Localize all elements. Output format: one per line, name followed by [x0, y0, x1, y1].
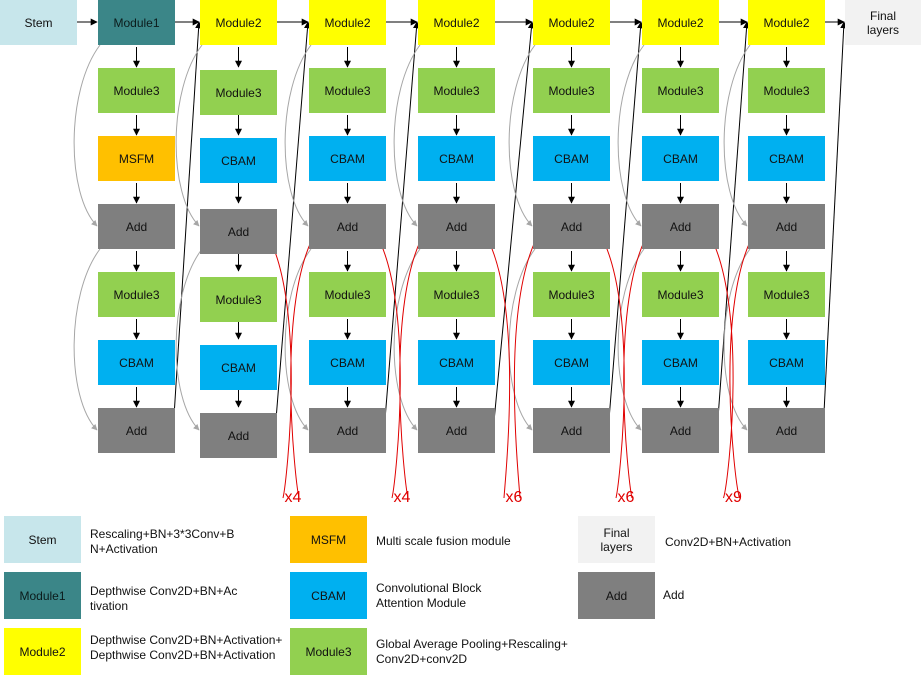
col4-top-block: Module2 — [418, 0, 495, 45]
col1-add2-block: Add — [98, 408, 175, 453]
col1-mid2-block: MSFM — [98, 136, 175, 181]
legend-swatch-module1: Module1 — [4, 572, 81, 619]
col7-to-next — [822, 21, 848, 433]
col2-mid2-block: CBAM — [200, 138, 277, 183]
col1-skip-upper — [73, 44, 101, 227]
col2-low2-block: CBAM — [200, 345, 277, 390]
col1-mid1-block: Module3 — [98, 68, 175, 113]
col2-top-block: Module2 — [200, 0, 277, 45]
col5-to-next — [607, 21, 644, 433]
repeat-label-2: x4 — [393, 489, 411, 506]
col6-add2-block: Add — [642, 408, 719, 453]
col3-low1-block: Module3 — [309, 272, 386, 317]
col7-add1-block: Add — [748, 204, 825, 249]
col5-add2-block: Add — [533, 408, 610, 453]
col4-to-next — [492, 21, 535, 433]
col6-to-next — [716, 21, 751, 433]
col4-skip-lower — [393, 248, 421, 431]
legend-swatch-module3: Module3 — [290, 628, 367, 675]
col2-mid1-block: Module3 — [200, 70, 277, 115]
legend-swatch-add: Add — [578, 572, 655, 619]
col7-low2-block: CBAM — [748, 340, 825, 385]
legend-desc-module2: Depthwise Conv2D+BN+Activation+Depthwise… — [90, 633, 283, 662]
col6-mid1-block: Module3 — [642, 68, 719, 113]
col7-mid2-block: CBAM — [748, 136, 825, 181]
legend-desc-msfm: Multi scale fusion module — [376, 534, 511, 548]
col4-add2-block: Add — [418, 408, 495, 453]
col6-add1-block: Add — [642, 204, 719, 249]
col3-add2-block: Add — [309, 408, 386, 453]
stem-block: Stem — [0, 0, 77, 45]
col6-mid2-block: CBAM — [642, 136, 719, 181]
col3-to-next — [383, 21, 420, 433]
col1-low2-block: CBAM — [98, 340, 175, 385]
repeat-label-4: x6 — [617, 489, 635, 506]
col1-add1-block: Add — [98, 204, 175, 249]
col3-skip-lower — [284, 248, 312, 431]
col3-low2-block: CBAM — [309, 340, 386, 385]
legend-swatch-msfm: MSFM — [290, 516, 367, 563]
col5-skip-lower — [508, 248, 536, 431]
col3-top-block: Module2 — [309, 0, 386, 45]
col2-low1-block: Module3 — [200, 277, 277, 322]
col3-mid2-block: CBAM — [309, 136, 386, 181]
col5-mid2-block: CBAM — [533, 136, 610, 181]
col7-top-block: Module2 — [748, 0, 825, 45]
col2-skip-upper — [175, 44, 203, 227]
col4-mid2-block: CBAM — [418, 136, 495, 181]
legend-swatch-cbam: CBAM — [290, 572, 367, 619]
col4-skip-upper — [393, 44, 421, 227]
legend-desc-module3: Global Average Pooling+Rescaling+Conv2D+… — [376, 637, 568, 666]
col5-low1-block: Module3 — [533, 272, 610, 317]
col6-low1-block: Module3 — [642, 272, 719, 317]
col7-skip-lower — [723, 248, 751, 431]
col5-add1-block: Add — [533, 204, 610, 249]
legend-desc-final: Conv2D+BN+Activation — [665, 535, 792, 549]
col4-low2-block: CBAM — [418, 340, 495, 385]
col1-skip-lower — [73, 248, 101, 431]
col4-add1-block: Add — [418, 204, 495, 249]
repeat-label-3: x6 — [505, 489, 523, 506]
col6-low2-block: CBAM — [642, 340, 719, 385]
repeat-label-5: x9 — [725, 489, 742, 506]
col7-low1-block: Module3 — [748, 272, 825, 317]
col4-low1-block: Module3 — [418, 272, 495, 317]
col4-mid1-block: Module3 — [418, 68, 495, 113]
col2-skip-lower — [175, 248, 203, 431]
col7-skip-upper — [723, 44, 751, 227]
col3-skip-upper — [284, 44, 312, 227]
col6-skip-lower — [617, 248, 645, 431]
col5-low2-block: CBAM — [533, 340, 610, 385]
col6-top-block: Module2 — [642, 0, 719, 45]
col5-skip-upper — [508, 44, 536, 227]
col3-mid1-block: Module3 — [309, 68, 386, 113]
legend-swatch-module2: Module2 — [4, 628, 81, 675]
col1-low1-block: Module3 — [98, 272, 175, 317]
col6-skip-upper — [617, 44, 645, 227]
repeat-label-1: x4 — [284, 489, 302, 506]
col2-to-next — [274, 21, 311, 433]
col7-add2-block: Add — [748, 408, 825, 453]
col2-add2-block: Add — [200, 413, 277, 458]
col1-top-block: Module1 — [98, 0, 175, 45]
legend-swatch-stem: Stem — [4, 516, 81, 563]
col2-add1-block: Add — [200, 209, 277, 254]
col7-mid1-block: Module3 — [748, 68, 825, 113]
legend-desc-add: Add — [663, 588, 685, 602]
col3-add1-block: Add — [309, 204, 386, 249]
col5-top-block: Module2 — [533, 0, 610, 45]
col5-mid1-block: Module3 — [533, 68, 610, 113]
col1-to-next — [172, 21, 203, 433]
